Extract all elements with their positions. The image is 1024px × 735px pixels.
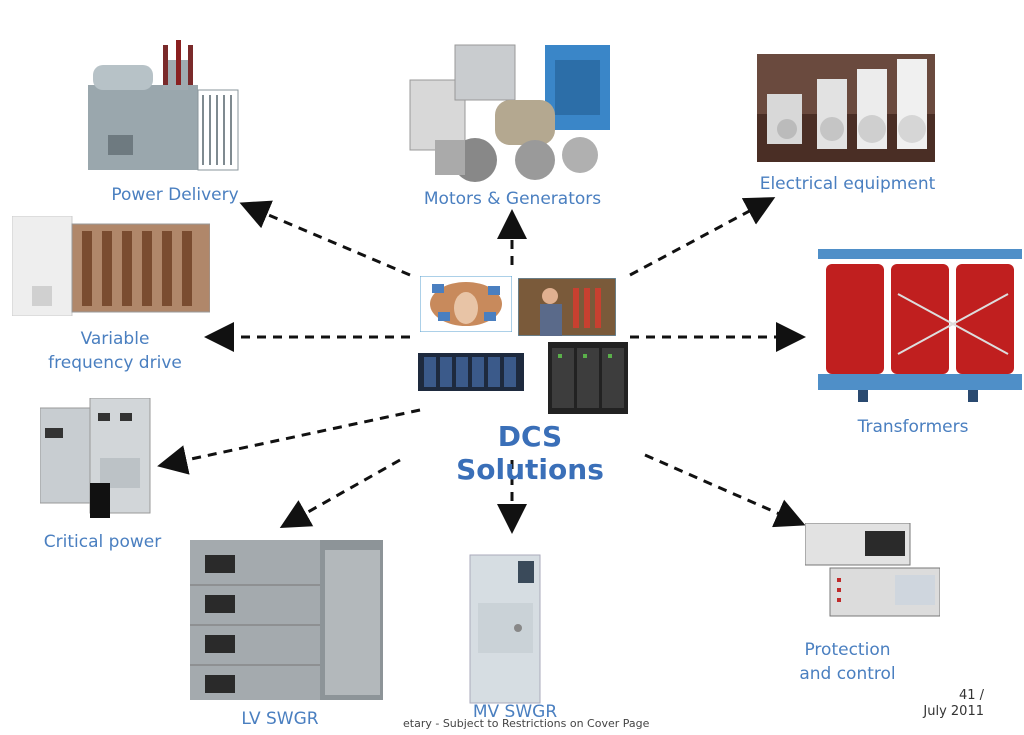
page-number: 41 / bbox=[958, 688, 984, 703]
protection-relay-image bbox=[805, 523, 940, 617]
footer-disclaimer: etary - Subject to Restrictions on Cover… bbox=[403, 717, 650, 730]
footer-date: July 2011 bbox=[923, 704, 984, 719]
lv-swgr-image bbox=[190, 540, 383, 700]
label-motors-generators: Motors & Generators bbox=[423, 189, 602, 209]
arrow-protection-control bbox=[644, 453, 806, 528]
label-mv-swgr: MV SWGR bbox=[472, 702, 558, 722]
arrow-critical-power bbox=[157, 408, 421, 475]
label-transformers: Transformers bbox=[857, 417, 969, 437]
center-head-image bbox=[420, 276, 512, 332]
label-power-delivery: Power Delivery bbox=[111, 185, 239, 205]
arrow-lv-swgr bbox=[279, 458, 401, 528]
center-io-module-image bbox=[548, 342, 628, 414]
dry-transformer-image bbox=[818, 249, 1022, 402]
label-protection-line2: and control bbox=[799, 664, 896, 684]
motors-generators-image bbox=[409, 44, 610, 182]
mv-swgr-image bbox=[469, 554, 541, 704]
critical-power-image bbox=[40, 398, 151, 518]
label-vfd-line2: frequency drive bbox=[48, 353, 182, 373]
variable-frequency-drive-image bbox=[12, 216, 210, 316]
power-transformer-image bbox=[88, 40, 239, 171]
label-protection-line1: Protection bbox=[804, 640, 891, 660]
center-worker-image bbox=[518, 278, 616, 336]
center-plc-image bbox=[418, 353, 524, 391]
label-lv-swgr: LV SWGR bbox=[241, 709, 319, 729]
diagram-title: DCS Solutions bbox=[456, 420, 604, 486]
label-electrical-equipment: Electrical equipment bbox=[759, 174, 936, 194]
label-vfd-line1: Variable bbox=[80, 329, 150, 349]
page-number-date: 41 / July 2011 bbox=[923, 688, 984, 720]
electrical-equipment-image bbox=[757, 54, 935, 162]
label-critical-power: Critical power bbox=[43, 532, 162, 552]
arrow-power-delivery bbox=[239, 200, 411, 277]
arrow-electrical-equipment bbox=[629, 197, 776, 277]
